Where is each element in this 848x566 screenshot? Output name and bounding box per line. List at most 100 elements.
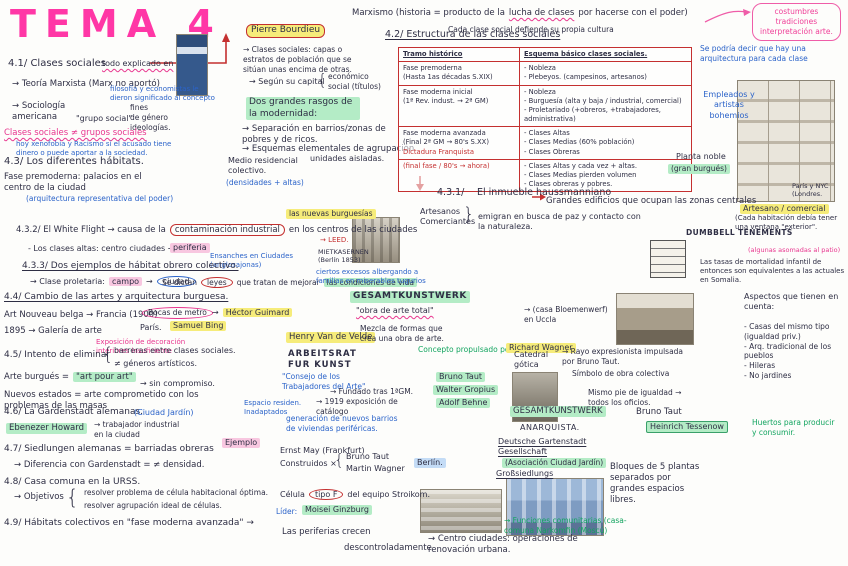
van-de-velde-label: Henry Van de Velde: [286, 332, 376, 344]
clases-sociales-definition: → Clases sociales: capas o estratos de p…: [243, 45, 352, 74]
bloemenwerf-note: → (casa Bloemenwerf) en Uccla: [524, 305, 608, 324]
leed-note: → LEED.: [320, 236, 349, 244]
section-42-heading: 4.2/ Estructura de las clases sociales: [385, 29, 561, 40]
celula-tipo-f-line: Célula tipo F del equipo Stroikom.: [280, 489, 430, 500]
bloques-5-plantas-note: Bloques de 5 plantas separados por grand…: [610, 462, 700, 506]
medio-residencial-note: Medio residencial colectivo.: [228, 156, 298, 176]
bloemenwerf-house-photo: [616, 293, 694, 345]
walter-gropius-label: Walter Gropius: [433, 385, 499, 396]
generos-artisticos-note: ≠ géneros artísticos.: [114, 359, 198, 368]
periferias-crecen-note: Las periferias crecen: [282, 527, 371, 537]
concepto-propulsado-note: Concepto propulsado por: [418, 345, 513, 354]
ebenezer-howard-label: Ebenezer Howard: [6, 423, 87, 435]
espacio-inadaptados-note: Espacio residen. Inadaptados: [244, 399, 302, 417]
arte-burgues-line: Arte burgués = "art pour art": [4, 372, 136, 382]
leyes-label: leyes: [201, 277, 233, 288]
row-moderna-avanzada-tramo: Fase moderna avanzada (Final 2ª GM → 80'…: [399, 127, 520, 159]
ciudad-jardin-label: (Ciudad Jardín): [134, 408, 194, 417]
mietskasernen-photo: [352, 217, 400, 263]
objetivo-celula-note: resolver problema de célula habitacional…: [84, 488, 269, 497]
construidos-note: Construidos ×: [280, 459, 337, 468]
catedral-gotica-label: Catedral gótica: [514, 350, 549, 370]
artesanos-comerciantes-label: Artesanos Comerciantes: [420, 207, 476, 227]
arrow-glyph: →: [212, 308, 219, 317]
xenofobia-subnote: hoy xenofobia y Racismo si el acusado ti…: [16, 140, 172, 158]
eliminar-brace: {: [102, 344, 114, 365]
objetivo-agrupacion-note: resolver agrupación ideal de células.: [84, 501, 222, 510]
grandes-edificios-note: Grandes edificios que ocupan las zonas c…: [546, 196, 757, 206]
asociacion-ciudad-jardin-label: (Asociación Ciudad Jardín): [502, 458, 607, 468]
arte-burgues-text: Arte burgués =: [4, 372, 69, 382]
objetivos-brace: {: [66, 485, 79, 509]
table-row: Fase premoderna (Hasta 1as décadas S.XIX…: [399, 62, 691, 86]
section-44-heading: 4.4/ Cambio de las artes y arquitectura …: [4, 292, 229, 302]
grossiedlung-blocks-photo: [506, 478, 604, 536]
funciones-comunitarias-note: → Funciones comunitarias (casa-comuna Na…: [504, 516, 627, 535]
densidades-note: (densidades + altas): [226, 178, 304, 187]
capital-brace: {: [317, 70, 328, 89]
mietskasernen-caption: MIETKASERNEN (Berlín 1853): [318, 248, 369, 265]
white-flight-heading: 4.3.2/ El White Flight → causa de la: [16, 225, 166, 235]
unidades-aisladas-note: unidades aisladas.: [310, 154, 385, 163]
clases-altas-note: - Los clases altas: centro ciudades →: [28, 244, 175, 253]
descontroladamente-note: descontroladamente: [344, 543, 432, 553]
art-pour-art-label: "art pour art": [72, 372, 136, 382]
rayo-expresionista-note: → Rayo expresionista impulsada por Bruno…: [562, 347, 684, 366]
section-49-heading: 4.9/ Hábitats colectivos en "fase modern…: [4, 518, 254, 528]
row-final-fase-tramo: (final fase / 80's → ahora): [399, 159, 520, 192]
hector-guimard-label: Héctor Guimard: [222, 308, 293, 317]
tipo-f-label: tipo F: [308, 489, 344, 500]
row-premoderna-tramo: Fase premoderna (Hasta 1as décadas S.XIX…: [399, 62, 520, 85]
galeria-arte-note: 1895 → Galería de arte: [4, 326, 102, 336]
paris-nyc-note: París y NYC (Londres.: [792, 182, 829, 199]
teoria-marxista-subnote: filosofía y economistas le dieron signif…: [110, 85, 215, 103]
marxismo-text: Marxismo (historia = producto de la: [352, 8, 505, 18]
mortalidad-infantil-note: Las tasas de mortalidad infantil de ento…: [700, 258, 845, 285]
aspectos-list: - Casas del mismo tipo (igualdad priv.) …: [744, 322, 832, 380]
teoria-marxista-note: → Teoría Marxista (Marx no aportó): [12, 79, 160, 89]
class-structure-table: Tramo histórico Esquema básico clases so…: [398, 47, 692, 193]
construidos-brace: {: [334, 450, 345, 469]
dumbbell-tenements-label: DUMBBELL TENEMENTS: [686, 228, 793, 237]
table-row: Fase moderna inicial (1ª Rev. indust. → …: [399, 85, 691, 128]
huertos-note: Huertos para producir y consumir.: [752, 418, 835, 437]
pierre-bourdieu-label: Pierre Bourdieu: [246, 24, 326, 38]
grupo-social-branches: fines de género ideologías.: [130, 103, 171, 132]
arquitectura-por-clase-note: Se podría decir que hay una arquitectura…: [700, 44, 808, 63]
campo-label: campo: [108, 277, 143, 286]
section-43-heading: 4.3/ Los diferentes hábitats.: [4, 156, 144, 167]
row-moderna-inicial-tramo: Fase moderna inicial (1ª Rev. indust. → …: [399, 85, 520, 127]
dictadura-franquista-note: Dictadura Franquista: [403, 147, 474, 156]
guimard-line: → Héctor Guimard: [212, 308, 293, 317]
bruno-taut-47-label: Bruno Taut: [346, 452, 390, 461]
gesamtkunstwerk-label: GESAMTKUNSTWERK: [350, 291, 470, 303]
equipo-stroikom-text: del equipo Stroikom.: [347, 490, 431, 499]
obra-arte-total-label: "obra de arte total": [356, 306, 434, 315]
cultura-note: Cada clase social defiende su propia cul…: [448, 25, 614, 34]
berlin-label: Berlín.: [414, 458, 446, 469]
table-col-tramo: Tramo histórico: [399, 48, 520, 62]
bocas-metro-label: Bocas de metro: [142, 307, 213, 319]
row-moderna-avanzada-esquema: - Clases Altas - Clases Medias (60% pobl…: [524, 129, 635, 156]
grossiedlungs-label: Großsiedlungs: [496, 469, 554, 478]
fase-premoderna-note: Fase premoderna: palacios en el centro d…: [4, 172, 142, 194]
planta-noble-label: Planta noble: [676, 152, 726, 161]
nuevos-barrios-note: generación de nuevos barrios de vivienda…: [286, 414, 398, 433]
sociologia-americana-note: → Sociología americana: [12, 101, 66, 123]
dumbbell-tenement-plan: [650, 240, 686, 278]
tratan-text: que tratan de mejorar: [236, 278, 320, 287]
grupo-social-label: "grupo social": [76, 114, 133, 123]
todo-explicado-label: todo explicado en: [102, 59, 174, 68]
moisei-ginzburg-label: Moisei Ginzburg: [302, 505, 372, 516]
bruno-taut-label: Bruno Taut: [436, 372, 486, 383]
table-row: Fase moderna avanzada (Final 2ª GM → 80'…: [399, 127, 691, 160]
tramo-text: Fase moderna avanzada (Final 2ª GM → 80'…: [403, 129, 489, 147]
table-col-esquema: Esquema básico clases sociales.: [524, 50, 648, 58]
adolf-behne-label: Adolf Behne: [436, 398, 491, 409]
consejo-trabajadores-note: "Consejo de los Trabajadores del Arte": [282, 372, 366, 391]
ensanches-note: Ensanches en Ciudades (anglosajonas): [210, 252, 294, 270]
artesano-comercial-label: Artesano / comercial: [740, 204, 829, 215]
lider-label: Líder:: [276, 507, 298, 516]
rasgos-modernidad-heading: Dos grandes rasgos de la modernidad:: [246, 97, 360, 121]
